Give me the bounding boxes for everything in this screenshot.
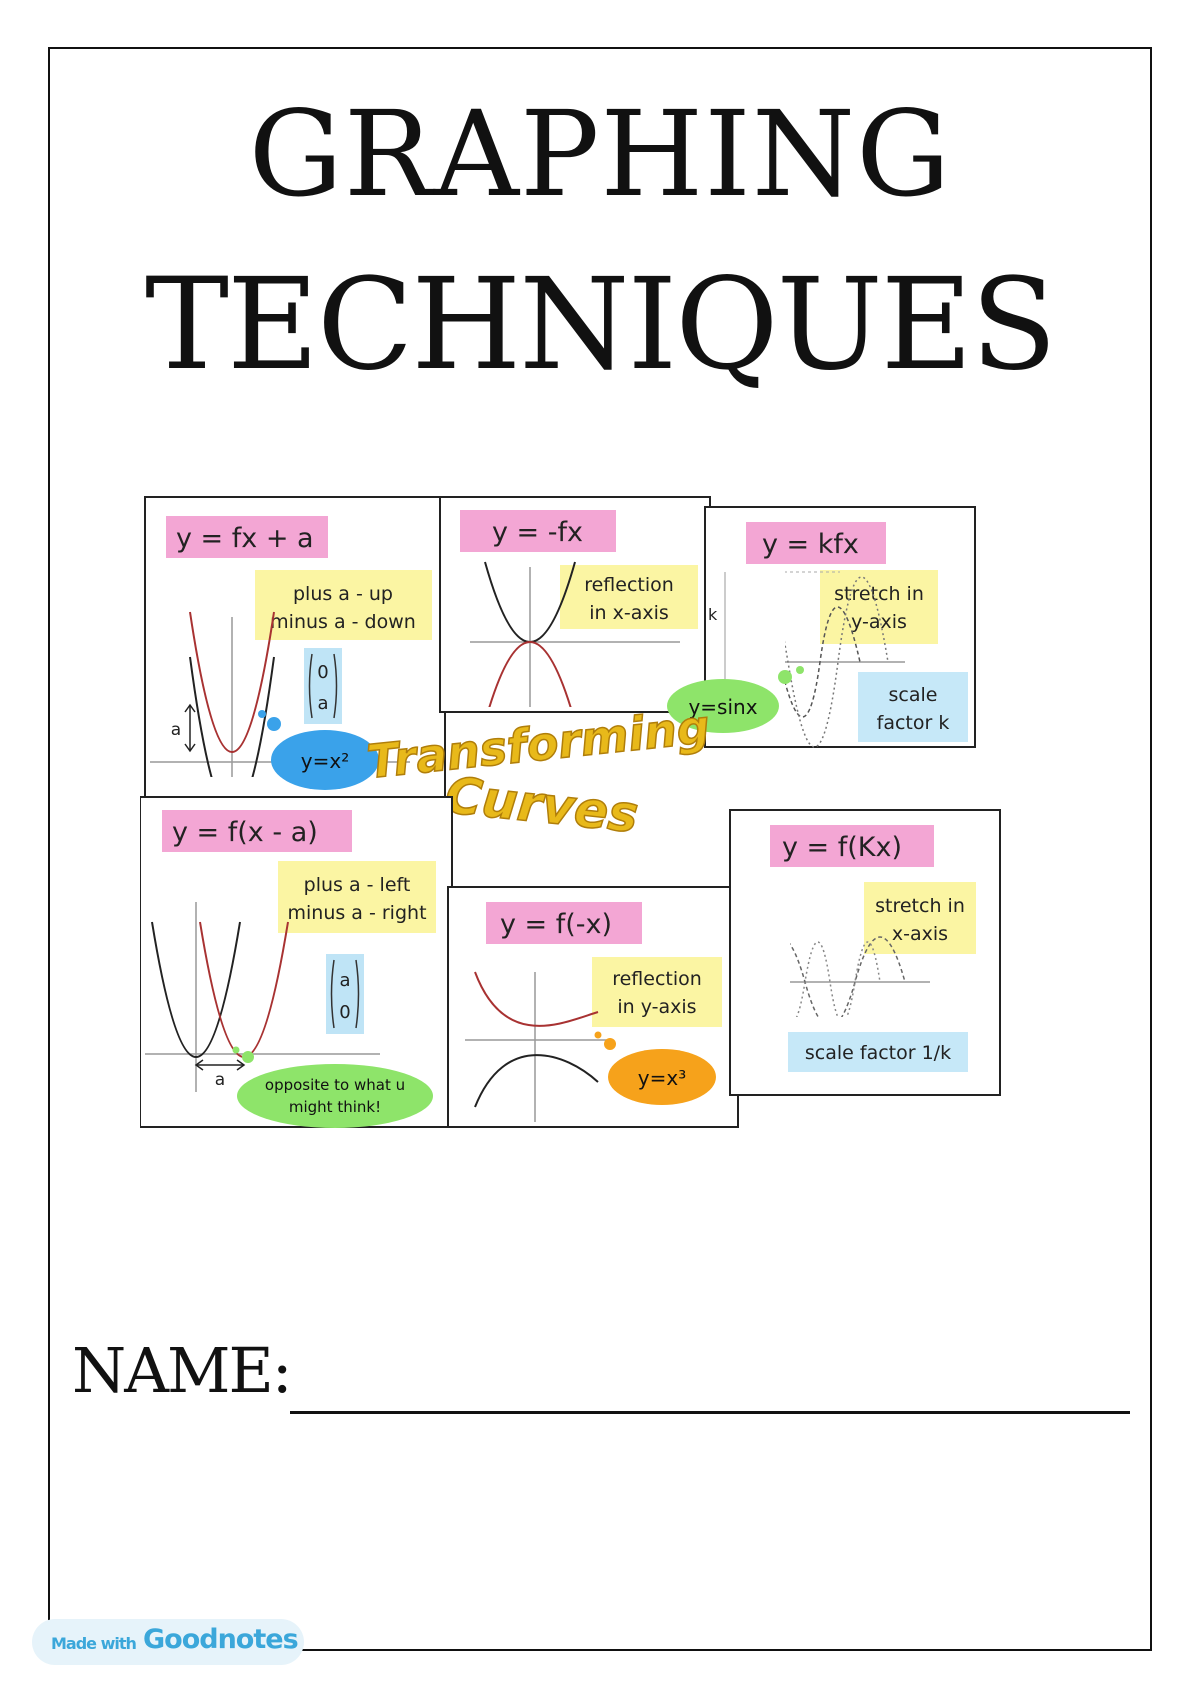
note-line: plus a - left: [304, 874, 411, 896]
base-curve-label: y=x³: [638, 1066, 686, 1090]
note-line: x-axis: [892, 923, 948, 945]
note-line: minus a - right: [287, 902, 426, 924]
page-title-line-2: TECHNIQUES: [144, 251, 1057, 398]
vector-bottom: 0: [339, 1002, 350, 1023]
scale-bg: [858, 672, 968, 742]
note-line: y-axis: [851, 611, 907, 633]
note-line: in x-axis: [589, 602, 669, 624]
bubble: [667, 679, 779, 733]
scale-line: scale: [889, 684, 938, 706]
bubble: [608, 1049, 716, 1105]
watermark-brand: Goodnotes: [143, 1624, 299, 1655]
equation-label-bg: [460, 510, 616, 552]
note-bg: [592, 957, 722, 1027]
note-line: plus a - up: [293, 583, 393, 605]
note-line: reflection: [584, 574, 674, 596]
card-horizontal-translation: y = f(x - a) plus a - left minus a - rig…: [140, 796, 453, 1128]
note-line: minus a - down: [270, 611, 416, 633]
scale-bg: [788, 1032, 968, 1072]
goodnotes-watermark: [32, 1619, 304, 1665]
equation-label: y = f(-x): [500, 909, 612, 940]
axis-label: a: [215, 1070, 225, 1090]
bubble: [237, 1064, 433, 1128]
page-title-line-1: GRAPHING: [248, 85, 952, 223]
scale-line: factor k: [877, 712, 950, 734]
note-line: stretch in: [875, 895, 965, 917]
transforming-curves-illustration: y = fx + a plus a - up minus a - down 0 …: [140, 496, 1001, 1128]
note-line: stretch in: [834, 583, 924, 605]
note-line: in y-axis: [617, 996, 696, 1018]
watermark-prefix: Made with: [51, 1634, 137, 1653]
note-bg: [560, 565, 698, 629]
vector-top: a: [339, 970, 350, 991]
base-curve-label: y=x²: [301, 749, 349, 773]
card-stretch-y-axis: y = kfx stretch in y-axis k scale factor…: [667, 506, 976, 748]
card-vertical-translation: y = fx + a plus a - up minus a - down 0 …: [144, 496, 446, 803]
page-border: [48, 47, 1152, 1651]
equation-label-bg: [166, 516, 328, 558]
name-input-line[interactable]: [290, 1411, 1130, 1414]
scale-line: scale factor 1/k: [805, 1042, 951, 1064]
axis-label: a: [171, 720, 181, 740]
card-reflection-x-axis: y = -fx reflection in x-axis: [439, 496, 711, 713]
note-bg: [864, 882, 976, 954]
equation-label: y = f(x - a): [172, 817, 318, 848]
name-label: NAME:: [72, 1334, 293, 1407]
axis-label: k: [708, 605, 718, 624]
bubble-line: might think!: [289, 1098, 381, 1116]
equation-label-bg: [770, 825, 934, 867]
base-curve-label: y=sinx: [688, 695, 757, 719]
equation-label-bg: [746, 522, 886, 564]
equation-label: y = kfx: [762, 529, 859, 560]
bubble-line: opposite to what u: [265, 1076, 405, 1094]
heading-line-2: Curves: [443, 766, 641, 844]
vector-top: 0: [317, 662, 328, 683]
equation-label-bg: [486, 902, 642, 944]
note-bg: [255, 570, 432, 640]
bubble: [271, 730, 379, 790]
equation-label-bg: [162, 810, 352, 852]
vector-bottom: a: [317, 693, 328, 714]
card-reflection-y-axis: y = f(-x) reflection in y-axis y=x³: [447, 886, 739, 1128]
equation-label: y = f(Kx): [782, 832, 902, 863]
note-line: reflection: [612, 968, 702, 990]
note-bg: [278, 861, 436, 933]
card-stretch-x-axis: y = f(Kx) stretch in x-axis scale factor…: [729, 809, 1001, 1096]
equation-label: y = -fx: [492, 517, 583, 548]
equation-label: y = fx + a: [176, 523, 314, 554]
